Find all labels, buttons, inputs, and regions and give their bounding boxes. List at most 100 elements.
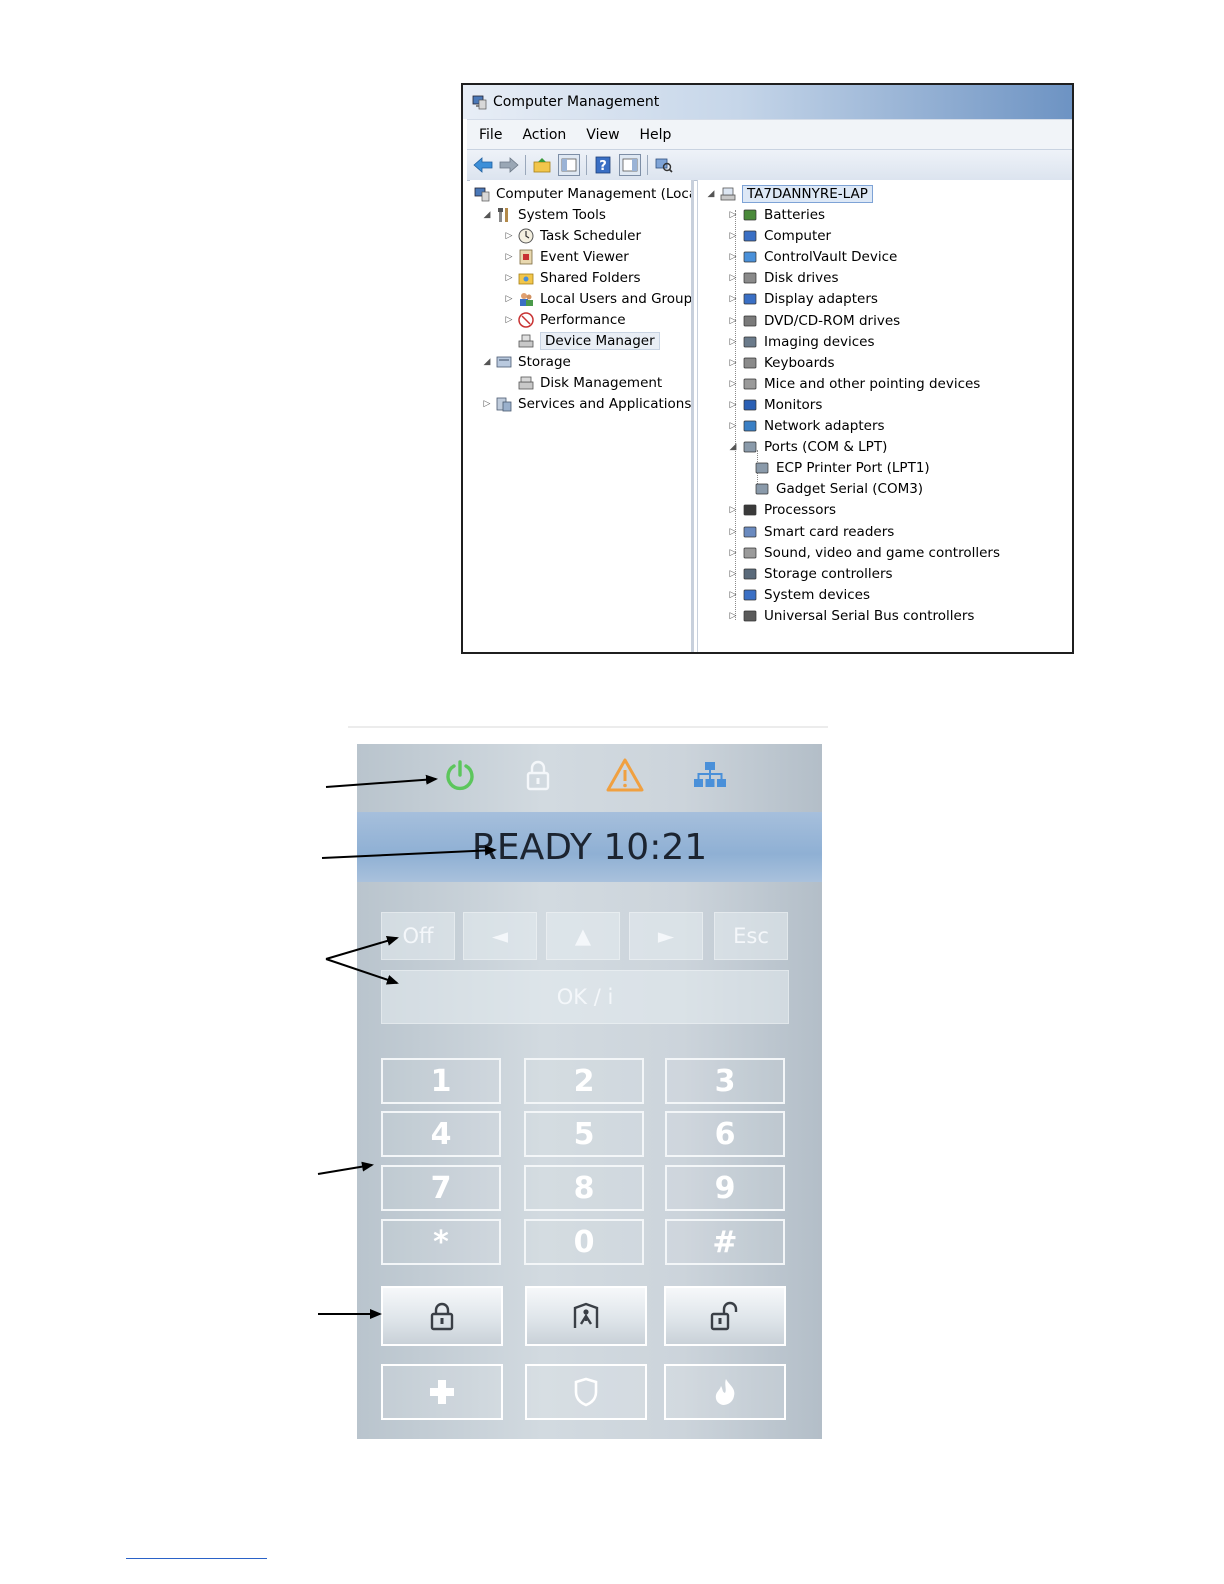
expand-arrow-icon[interactable]: ▷	[729, 589, 737, 600]
device-category-dvd-cd-rom-drives[interactable]: ▷DVD/CD-ROM drives	[728, 311, 901, 331]
device-category-sound-video-and-game-controllers[interactable]: ▷ Sound, video and game controllers	[728, 543, 1000, 563]
device-category-processors[interactable]: ▷Processors	[728, 500, 837, 520]
key-8-button[interactable]: 8	[524, 1165, 644, 1211]
menu-view[interactable]: View	[586, 127, 620, 143]
key-6-button[interactable]: 6	[665, 1111, 785, 1157]
device-category-ports-com-lpt[interactable]: ◢Ports (COM & LPT)	[728, 437, 888, 457]
expand-arrow-icon[interactable]: ▷	[729, 357, 737, 368]
key-9-button[interactable]: 9	[665, 1165, 785, 1211]
expand-arrow-icon[interactable]: ▷	[729, 378, 737, 389]
collapse-arrow-icon[interactable]: ◢	[707, 189, 715, 199]
expand-arrow-icon[interactable]: ▷	[505, 294, 513, 304]
network-icon	[694, 762, 726, 787]
tree-item-task-scheduler[interactable]: ▷ Task Scheduler	[504, 226, 641, 246]
device-category-mice-and-other-pointing-devices[interactable]: ▷Mice and other pointing devices	[728, 374, 981, 394]
window-title: Computer Management	[493, 94, 660, 110]
medical-alarm-button[interactable]	[381, 1364, 503, 1420]
esc-button[interactable]: Esc	[714, 912, 788, 960]
expand-arrow-icon[interactable]: ▷	[505, 231, 513, 241]
expand-arrow-icon[interactable]: ▷	[729, 547, 737, 558]
key-4-button[interactable]: 4	[381, 1111, 501, 1157]
key-2-button[interactable]: 2	[524, 1058, 644, 1104]
expand-arrow-icon[interactable]: ▷	[729, 399, 737, 410]
up-arrow-button[interactable]: ▲	[546, 912, 620, 960]
device-category-storage-controllers[interactable]: ▷Storage controllers	[728, 564, 893, 584]
collapse-arrow-icon[interactable]: ◢	[483, 357, 491, 367]
tree-item-system-tools[interactable]: ◢ System Tools	[482, 205, 606, 225]
expand-arrow-icon[interactable]: ▷	[729, 610, 737, 621]
device-category-monitors[interactable]: ▷Monitors	[728, 395, 823, 415]
tree-item-device-manager[interactable]: Device Manager	[518, 331, 660, 351]
device-category-disk-drives[interactable]: ▷Disk drives	[728, 268, 839, 288]
tree-item-label: System Tools	[518, 207, 606, 223]
panic-alarm-button[interactable]	[525, 1364, 647, 1420]
menu-help[interactable]: Help	[639, 127, 672, 143]
device-category-display-adapters[interactable]: ▷Display adapters	[728, 289, 878, 309]
device-category-network-adapters[interactable]: ▷Network adapters	[728, 416, 885, 436]
menu-action[interactable]: Action	[522, 127, 567, 143]
expand-arrow-icon[interactable]: ▷	[729, 526, 737, 537]
expand-arrow-icon[interactable]: ▷	[729, 210, 737, 220]
device-category-label: ControlVault Device	[764, 249, 898, 266]
key-7-button[interactable]: 7	[381, 1165, 501, 1211]
show-tree-button[interactable]	[558, 154, 580, 176]
tree-item-storage[interactable]: ◢ Storage	[482, 352, 571, 372]
expand-arrow-icon[interactable]: ▷	[729, 252, 737, 263]
tree-item-disk-management[interactable]: Disk Management	[518, 373, 662, 393]
expand-arrow-icon[interactable]: ▷	[729, 568, 737, 579]
right-arrow-button[interactable]: ►	[629, 912, 703, 960]
tree-item-services-applications[interactable]: ▷ Services and Applications	[482, 394, 691, 414]
key-3-button[interactable]: 3	[665, 1058, 785, 1104]
expand-arrow-icon[interactable]: ▷	[729, 336, 737, 347]
fire-alarm-button[interactable]	[664, 1364, 786, 1420]
key-5-button[interactable]: 5	[524, 1111, 644, 1157]
expand-arrow-icon[interactable]: ▷	[729, 315, 737, 326]
off-button[interactable]: Off	[381, 912, 455, 960]
tree-guide-line	[735, 210, 736, 620]
tree-item-event-viewer[interactable]: ▷ Event Viewer	[504, 247, 629, 267]
key-hash-button[interactable]: #	[665, 1219, 785, 1265]
expand-arrow-icon[interactable]: ▷	[505, 273, 513, 283]
tree-item-local-users-groups[interactable]: ▷ Local Users and Groups	[504, 289, 691, 309]
help-button[interactable]: ?	[593, 155, 613, 175]
device-category-controlvault-device[interactable]: ▷ ControlVault Device	[728, 247, 898, 267]
scan-hardware-button[interactable]	[654, 155, 674, 175]
expand-arrow-icon[interactable]: ▷	[505, 252, 513, 262]
device-category-smart-card-readers[interactable]: ▷Smart card readers	[728, 522, 895, 542]
collapse-arrow-icon[interactable]: ◢	[483, 210, 491, 220]
device-category-system-devices[interactable]: ▷System devices	[728, 585, 870, 605]
tree-item-computer-management[interactable]: Computer Management (Local	[474, 184, 691, 204]
device-category-imaging-devices[interactable]: ▷Imaging devices	[728, 332, 875, 352]
key-star-button[interactable]: *	[381, 1219, 501, 1265]
ok-info-button[interactable]: OK / i	[381, 970, 789, 1024]
forward-button[interactable]	[499, 155, 519, 175]
expand-arrow-icon[interactable]: ▷	[729, 421, 737, 431]
tree-item-performance[interactable]: ▷ Performance	[504, 310, 626, 330]
up-folder-button[interactable]	[532, 155, 552, 175]
expand-arrow-icon[interactable]: ▷	[729, 505, 737, 516]
expand-arrow-icon[interactable]: ▷	[729, 294, 737, 305]
disarm-button[interactable]	[664, 1286, 786, 1346]
show-action-pane-button[interactable]	[619, 154, 641, 176]
tree-item-shared-folders[interactable]: ▷ Shared Folders	[504, 268, 641, 288]
device-category-label: Sound, video and game controllers	[764, 544, 1000, 561]
expand-arrow-icon[interactable]: ▷	[483, 399, 491, 409]
arm-home-button[interactable]	[525, 1286, 647, 1346]
arm-away-button[interactable]	[381, 1286, 503, 1346]
device-category-batteries[interactable]: ▷Batteries	[728, 205, 826, 225]
device-category-computer[interactable]: ▷Computer	[728, 226, 832, 246]
expand-arrow-icon[interactable]: ▷	[729, 231, 737, 242]
menu-file[interactable]: File	[479, 127, 503, 143]
device-category-gadget-serial-com3[interactable]: Gadget Serial (COM3)	[750, 479, 923, 499]
device-category-keyboards[interactable]: ▷Keyboards	[728, 353, 835, 373]
left-arrow-button[interactable]: ◄	[463, 912, 537, 960]
collapse-arrow-icon[interactable]: ◢	[729, 442, 737, 453]
expand-arrow-icon[interactable]: ▷	[729, 273, 737, 284]
key-1-button[interactable]: 1	[381, 1058, 501, 1104]
expand-arrow-icon[interactable]: ▷	[505, 315, 513, 325]
key-0-button[interactable]: 0	[524, 1219, 644, 1265]
device-category-universal-serial-bus-controllers[interactable]: ▷Universal Serial Bus controllers	[728, 606, 975, 626]
back-button[interactable]	[473, 155, 493, 175]
device-tree-root[interactable]: ◢ TA7DANNYRE-LAP	[706, 184, 873, 204]
device-category-ecp-printer-port-lpt1[interactable]: ECP Printer Port (LPT1)	[750, 458, 930, 478]
